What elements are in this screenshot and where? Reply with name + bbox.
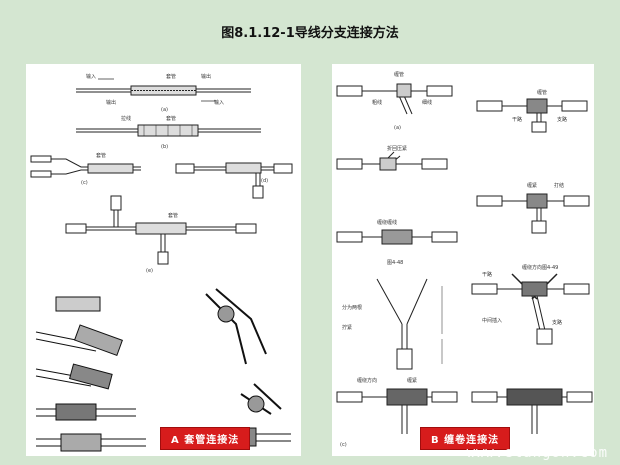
watermark: www.elangon.com (466, 445, 608, 461)
sleeve-diagram-3 (30, 155, 141, 178)
fig-448: 图4-48 (387, 260, 403, 266)
wrap-diagram-a (336, 83, 453, 115)
crimp-steps-illustration (35, 296, 146, 452)
label-out2: 输出 (106, 99, 116, 106)
caption-c: (c) (81, 180, 88, 186)
label-wrap1: 缠管 (394, 71, 404, 78)
sleeve-diagrams: 输入 套管 输出 输出 输入 (a) 拉线 套管 (b) 套管 (c) (d) … (30, 73, 293, 452)
sleeve-labels: 输入 套管 输出 输出 输入 (a) 拉线 套管 (b) 套管 (c) (d) … (81, 73, 268, 274)
fig-449: 图4-49 (542, 265, 558, 271)
wrap-method-panel: 缠管 粗线 细线 (a) 缠管 干路 支路 折回压紧 缠紧 打结 缠绕缠线 图4… (332, 64, 594, 456)
sleeve-diagram-2 (76, 124, 261, 137)
wrap-diagram-bottom-right (471, 388, 593, 434)
caption-a-right: (a) (394, 125, 401, 131)
label-split: 分为两根 (342, 304, 362, 311)
label-dir: 缠绕方向 (522, 264, 542, 271)
label-tighten: 拧紧 (342, 324, 352, 331)
label-thin: 细线 (422, 99, 432, 106)
label-sleeve: 套管 (166, 73, 176, 80)
label-sleeve2: 套管 (166, 115, 176, 122)
label-dir2: 缠绕方向 (357, 377, 377, 384)
label-out1: 输出 (201, 73, 211, 80)
caption-b: (b) (161, 144, 168, 150)
wrap-diagram-middle (471, 273, 590, 345)
label-in2: 输入 (214, 99, 224, 106)
wrap-diagram-d (476, 98, 588, 133)
wrap-diagrams: 缠管 粗线 细线 (a) 缠管 干路 支路 折回压紧 缠紧 打结 缠绕缠线 图4… (336, 71, 593, 448)
label-mid: 中间插入 (482, 317, 502, 324)
method-a-label: A 套管连接法 (160, 427, 251, 450)
label-trunk2: 干路 (482, 271, 492, 278)
label-fold: 折回压紧 (387, 145, 407, 152)
caption-d: (d) (261, 178, 268, 184)
label-in1: 输入 (86, 73, 96, 80)
caption-e: (e) (146, 268, 153, 274)
wrap-diagram-c (336, 229, 458, 245)
slide-title: 图8.1.12-1导线分支连接方法 (221, 26, 399, 41)
wrap-diagram-e (476, 193, 590, 234)
label-twist: 拉线 (121, 115, 131, 122)
label-wrap3: 缠紧 (527, 182, 537, 189)
label-knot: 打结 (554, 182, 564, 189)
caption-a: (a) (161, 107, 168, 113)
label-trunk: 干路 (512, 116, 522, 123)
wrap-diagram-b (336, 151, 448, 171)
wrap-labels: 缠管 粗线 细线 (a) 缠管 干路 支路 折回压紧 缠紧 打结 缠绕缠线 图4… (340, 71, 567, 448)
label-thick: 粗线 (372, 99, 382, 106)
sleeve-diagram-4 (175, 162, 293, 199)
method-b-label: B 缠卷连接法 (420, 427, 511, 450)
label-wrap4: 缠紧 (407, 377, 417, 384)
wrap-diagram-split (376, 278, 443, 370)
crimp-tool-illustration (176, 288, 291, 447)
label-sleeve3: 套管 (96, 152, 106, 159)
label-sleeve4: 套管 (168, 212, 178, 219)
sleeve-diagram-1 (76, 78, 251, 102)
label-branch: 支路 (557, 116, 567, 123)
sleeve-diagram-5 (65, 195, 257, 265)
sleeve-method-panel: 输入 套管 输出 输出 输入 (a) 拉线 套管 (b) 套管 (c) (d) … (26, 64, 301, 456)
label-wrap2: 缠管 (537, 89, 547, 96)
label-tie: 缠绕缠线 (377, 219, 397, 226)
wrap-diagram-bottom-left (336, 388, 458, 434)
caption-c-right: (c) (340, 442, 347, 448)
label-branch2: 支路 (552, 319, 562, 326)
